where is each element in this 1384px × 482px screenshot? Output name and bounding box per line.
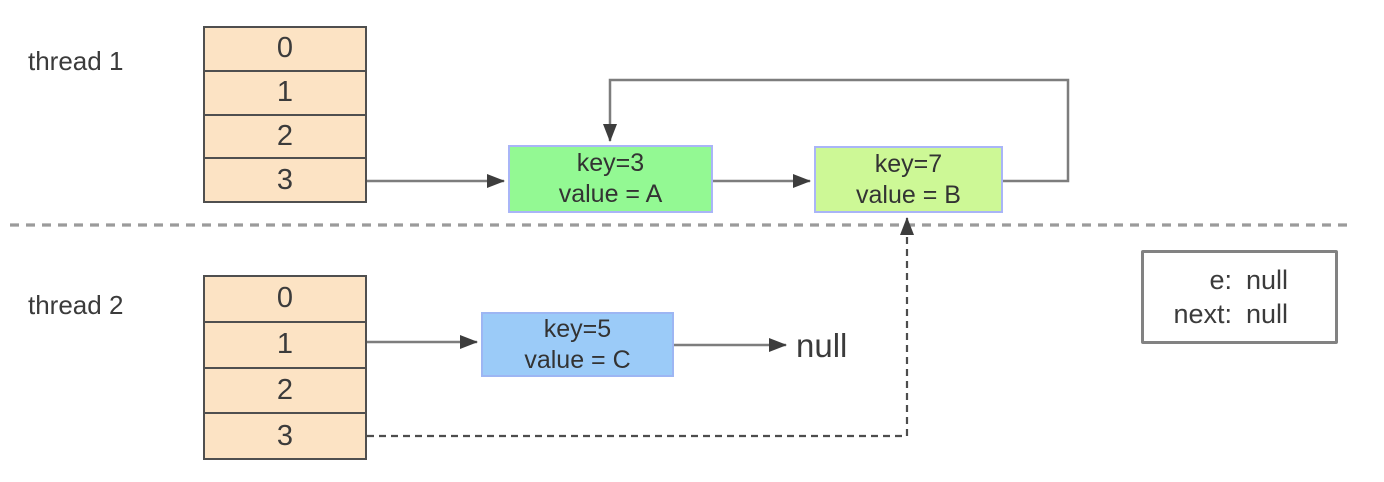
null-terminator-label: null	[796, 327, 848, 364]
node-key7-value: value = B	[856, 180, 961, 209]
next-label: next:	[1173, 299, 1232, 329]
node-key5: key=5 value = C	[481, 312, 674, 377]
e-value: null	[1246, 265, 1289, 295]
thread2-bucket-array: 0 1 2 3	[203, 275, 367, 460]
local-var-e-row: e: null	[1144, 263, 1335, 297]
node-key3-value: value = A	[558, 180, 663, 208]
loop-arrow-key7-back-to-key3	[603, 78, 1070, 183]
next-value: null	[1246, 299, 1289, 329]
thread1-bucket-array: 0 1 2 3	[203, 26, 367, 203]
thread1-bucket-2: 2	[205, 116, 365, 160]
node-key3-key: key=3	[576, 149, 645, 177]
node-key3: key=3 value = A	[508, 145, 713, 213]
thread2-bucket-2: 2	[205, 369, 365, 415]
dashed-arrow-thread2-bucket3-to-key7	[367, 217, 914, 438]
node-key7-key: key=7	[874, 149, 943, 178]
node-key5-value: value = C	[524, 345, 631, 374]
node-key5-key: key=5	[543, 314, 612, 343]
local-var-next-row: next: null	[1144, 297, 1335, 331]
node-key7: key=7 value = B	[814, 146, 1003, 213]
e-label: e:	[1209, 265, 1232, 295]
thread1-bucket-1: 1	[205, 72, 365, 116]
thread2-label: thread 2	[28, 290, 124, 320]
thread2-bucket-1: 1	[205, 323, 365, 369]
local-vars-box: e: null next: null	[1141, 250, 1338, 344]
thread1-bucket-0: 0	[205, 28, 365, 72]
thread2-bucket-3: 3	[276, 419, 294, 452]
thread1-label: thread 1	[28, 46, 124, 76]
thread2-bucket-0: 0	[205, 277, 365, 323]
thread1-bucket-3: 3	[276, 163, 294, 196]
